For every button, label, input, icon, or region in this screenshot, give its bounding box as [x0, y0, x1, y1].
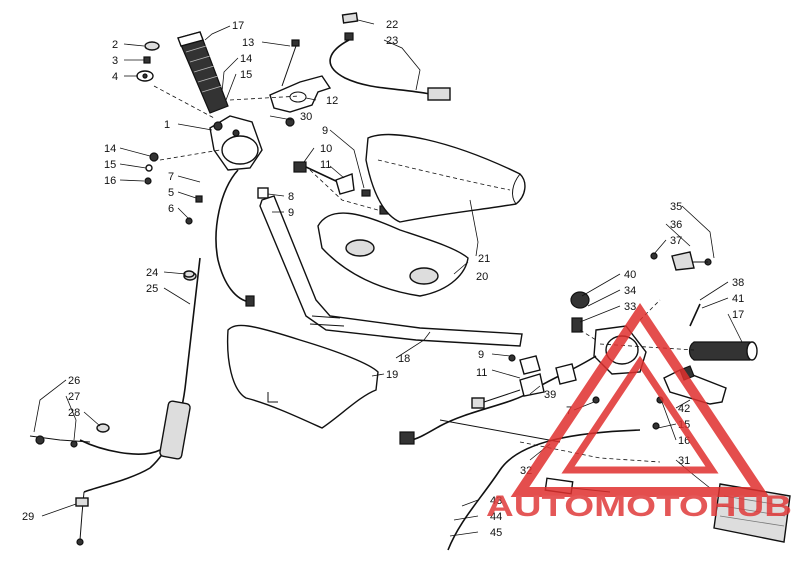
callout-9: 9 [322, 125, 328, 137]
watermark-text: AUTOMOTOHUB [486, 490, 792, 523]
callout-7: 7 [168, 171, 174, 183]
callout-42: 42 [678, 403, 690, 415]
throttle-cable-25 [29, 257, 201, 546]
callout-11: 11 [320, 159, 331, 171]
callout-34: 34 [624, 285, 636, 297]
callout-20: 20 [476, 271, 488, 283]
callout-29: 29 [22, 511, 34, 523]
right-hand-grip [688, 341, 758, 361]
pad-base-20 [317, 212, 469, 297]
callout-24: 24 [146, 267, 158, 279]
callout-13: 13 [242, 37, 254, 49]
bar-pad-19 [226, 324, 379, 429]
callout-30: 30 [300, 111, 312, 123]
throttle-lead-wire [215, 169, 251, 303]
pivot-pin-41 [689, 303, 701, 327]
callout-2: 2 [112, 39, 118, 51]
callout-39: 39 [544, 389, 556, 401]
footrest-plate [713, 483, 791, 543]
callout-17: 17 [232, 20, 244, 32]
callout-6: 6 [168, 203, 174, 215]
callout-41: 41 [732, 293, 744, 305]
callout-45: 45 [490, 527, 502, 539]
callout-15: 15 [240, 69, 252, 81]
right-wiring-harness [399, 354, 597, 445]
left-control-housing [209, 115, 263, 171]
callout-17b: 17 [732, 309, 744, 321]
callout-44: 44 [490, 511, 502, 523]
callout-25: 25 [146, 283, 158, 295]
callout-18: 18 [398, 353, 410, 365]
callout-43: 43 [490, 495, 502, 507]
callout-21: 21 [478, 253, 490, 265]
callout-12: 12 [326, 95, 338, 107]
switch-assembly [257, 161, 393, 216]
callout-28: 28 [68, 407, 80, 419]
callout-4: 4 [112, 71, 118, 83]
callout-22: 22 [386, 19, 398, 31]
callout-27: 27 [68, 391, 80, 403]
left-hand-grip [177, 31, 229, 114]
callout-31: 31 [678, 455, 690, 467]
callout-36: 36 [670, 219, 682, 231]
leader-lines [33, 19, 743, 537]
screw-13 [281, 39, 300, 87]
callout-8: 8 [288, 191, 294, 203]
callout-35: 35 [670, 201, 682, 213]
callout-14: 14 [240, 53, 252, 65]
callout-38: 38 [732, 277, 744, 289]
right-upper-fasteners [650, 251, 712, 271]
callout-1: 1 [164, 119, 170, 131]
mount-bracket-12 [269, 75, 332, 113]
callout-33: 33 [624, 301, 636, 313]
callout-11b: 11 [476, 367, 487, 379]
callout-9c: 9 [478, 349, 484, 361]
callout-15b: 15 [104, 159, 116, 171]
callout-40: 40 [624, 269, 636, 281]
handlebar-pad-21 [365, 133, 526, 223]
callout-26: 26 [68, 375, 80, 387]
callout-14b: 14 [104, 143, 116, 155]
watermark-triangle-icon [510, 302, 770, 497]
watermark-triangle-inner-icon [561, 355, 719, 474]
handlebar-18 [259, 195, 523, 347]
throttle-lead-plug [245, 295, 255, 307]
callout-3: 3 [112, 55, 118, 67]
callout-19: 19 [386, 369, 398, 381]
watermark: AUTOMOTOHUB [486, 302, 792, 523]
callout-16: 16 [104, 175, 116, 187]
left-lower-fasteners [144, 152, 203, 225]
callout-37: 37 [670, 235, 682, 247]
callout-5: 5 [168, 187, 174, 199]
callout-labels: 2 3 4 17 13 14 15 22 23 12 30 1 14 15 16… [22, 19, 744, 539]
callout-9b: 9 [288, 207, 294, 219]
wire-harness-23 [329, 12, 451, 101]
callout-10: 10 [320, 143, 332, 155]
left-small-fasteners [136, 41, 160, 82]
callout-23: 23 [386, 35, 398, 47]
